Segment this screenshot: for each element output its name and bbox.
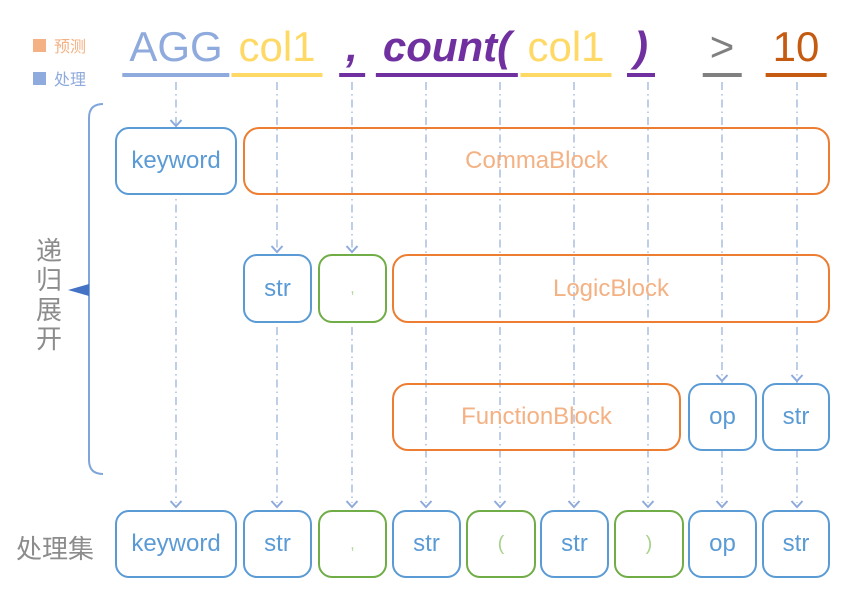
box-open-paren-result: ( [466,510,536,578]
token-col1: col1 [231,24,323,78]
arrow-down-icon [567,500,581,509]
process-swatch-icon [33,71,46,85]
legend-item-predict: 预测 [33,33,86,57]
flow-lines [175,82,798,503]
token-agg: AGG [122,24,230,78]
arrow-down-icon [169,119,183,128]
box-str-result-3: str [540,510,609,578]
arrow-down-icon [419,500,433,509]
legend-process-label: 处理 [54,72,87,89]
arrow-down-icon [270,500,284,509]
arrow-down-icon [641,500,655,509]
token-gt: > [702,24,742,78]
arrow-down-icon [715,374,729,383]
token-count-paren: count( [375,24,519,78]
box-commablock: CommaBlock [243,127,830,195]
token-comma: , [339,24,365,78]
arrow-down-icon [790,500,804,509]
arrow-down-icon [790,374,804,383]
brace-tick [68,284,89,296]
token-10: 10 [765,24,827,78]
label-recursive-expansion: 递归展开 [35,236,62,355]
arrow-down-icon [715,500,729,509]
arrow-down-icon [493,500,507,509]
box-str-result-1: str [243,510,312,578]
brace-curve [88,103,104,475]
arrow-down-icon [169,500,183,509]
arrow-down-icon [345,500,359,509]
predict-swatch-icon [33,38,46,52]
box-logicblock: LogicBlock [392,254,830,323]
box-str-result-4: str [762,510,830,578]
box-op-result: op [688,510,757,578]
box-comma-row2: , [318,254,387,323]
box-comma-result: , [318,510,387,578]
legend-item-process: 处理 [33,66,86,90]
token-col1-2: col1 [520,24,612,78]
legend-predict-label: 预测 [54,39,87,56]
box-str-result-2: str [392,510,461,578]
arrow-down-icon [270,245,284,254]
box-keyword-result: keyword [115,510,237,578]
box-op-row3: op [688,383,757,451]
box-keyword-row1: keyword [115,127,237,195]
token-close-paren: ) [627,24,655,78]
box-str-row2: str [243,254,312,323]
box-close-paren-result: ) [614,510,684,578]
box-functionblock: FunctionBlock [392,383,681,451]
arrowheads [169,119,804,509]
label-result-set: 处理集 [16,534,95,564]
expansion-brace [68,103,104,475]
arrow-down-icon [345,245,359,254]
box-str-row3: str [762,383,830,451]
